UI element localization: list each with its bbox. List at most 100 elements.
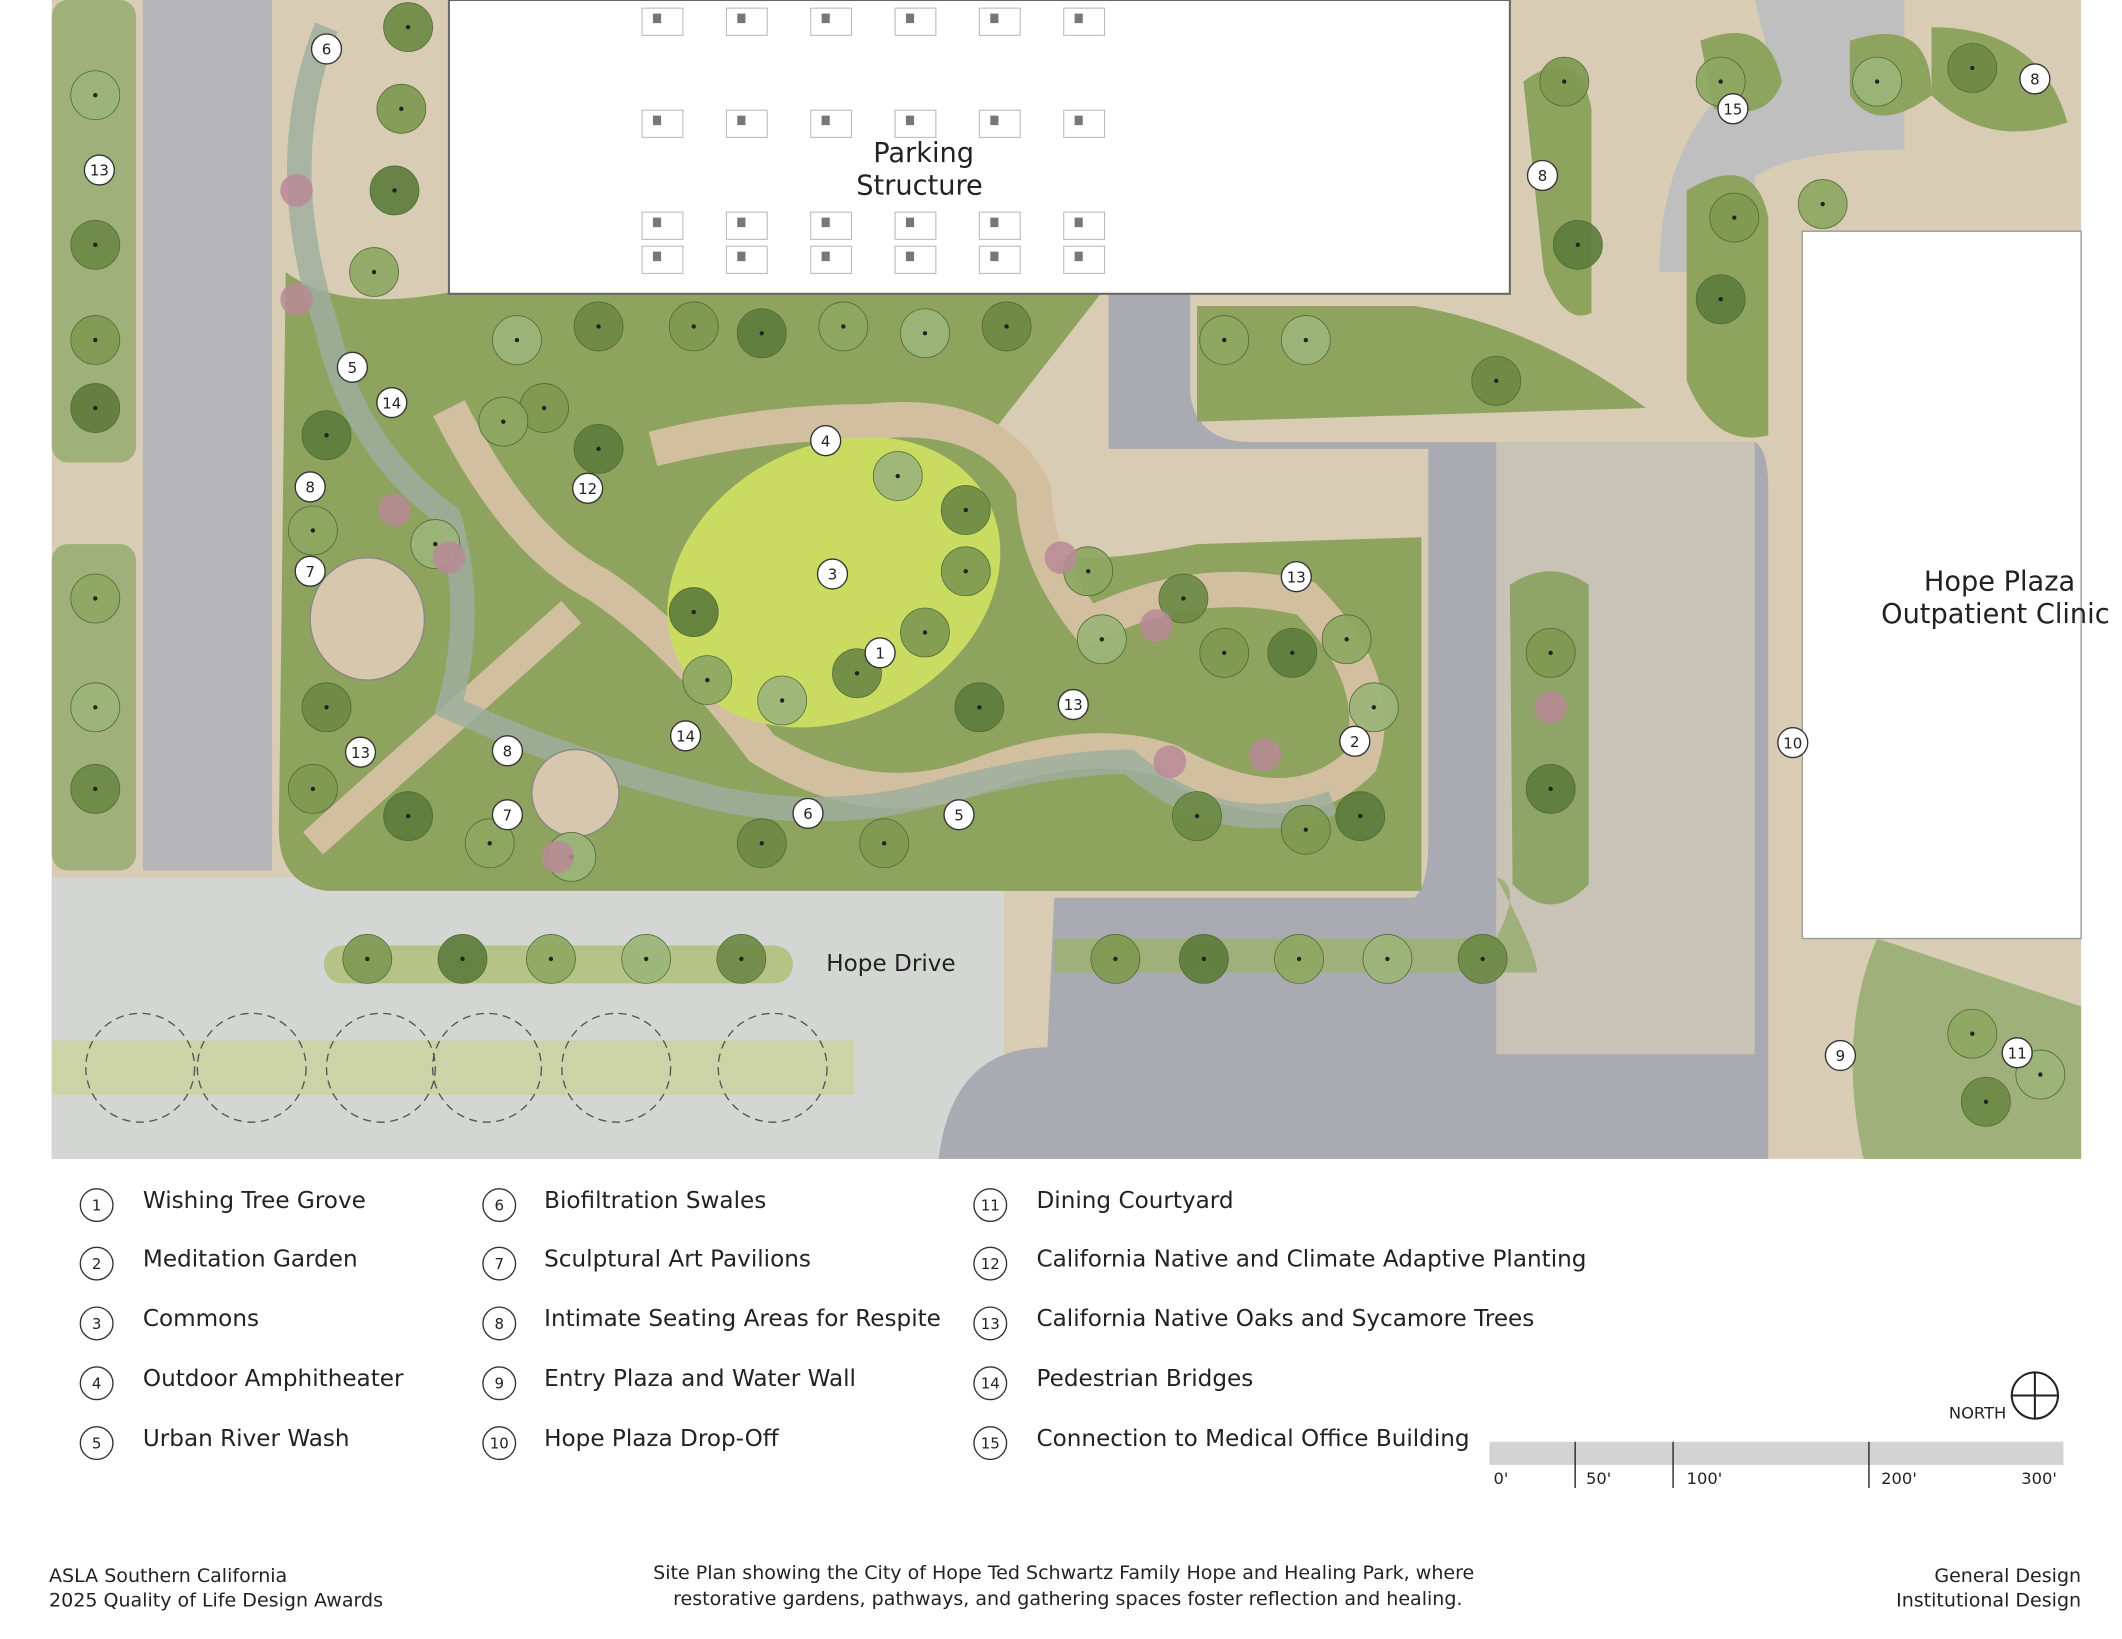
plan-marker: 7 — [294, 555, 326, 587]
car-icon — [905, 251, 915, 262]
plan-marker-badge — [943, 799, 975, 831]
tree-trunk-dot — [779, 698, 785, 703]
plan-marker: 12 — [572, 472, 604, 504]
plan-marker: 10 — [1777, 727, 1809, 759]
plan-marker: 6 — [792, 797, 824, 830]
car-icon — [1074, 217, 1083, 228]
tree-trunk-dot — [977, 705, 982, 710]
plan-marker-number: 9 — [1836, 1047, 1846, 1065]
plan-marker-badge — [344, 736, 377, 768]
tree-trunk-dot — [1222, 337, 1227, 343]
flowering-shrub-icon — [1153, 745, 1187, 779]
plan-marker: 13 — [344, 736, 377, 768]
car-icon — [737, 217, 746, 228]
parking-stall — [641, 211, 684, 240]
footer: ASLA Southern California 2025 Quality of… — [49, 1562, 2081, 1611]
tree-trunk-dot — [1358, 813, 1363, 819]
legend-number-badge — [973, 1246, 1008, 1281]
plan-marker: 9 — [1824, 1039, 1857, 1072]
tree-trunk-dot — [739, 956, 744, 962]
plan-marker-badge — [294, 471, 326, 503]
tree-trunk-dot — [705, 677, 710, 683]
legend-number: 15 — [981, 1435, 1000, 1453]
clinic-label: Hope Plaza — [1924, 566, 2075, 597]
tree-trunk-dot — [841, 324, 846, 329]
street-tree-canopy — [431, 1012, 543, 1123]
legend-number: 3 — [92, 1315, 102, 1333]
plan-marker: 13 — [1280, 561, 1312, 593]
parking-stall — [978, 211, 1021, 240]
street-tree-canopy — [325, 1012, 437, 1123]
plan-marker-number: 4 — [821, 432, 831, 450]
plan-marker-number: 7 — [503, 806, 513, 824]
tree-trunk-dot — [399, 106, 404, 111]
tree-trunk-dot — [1718, 297, 1723, 302]
plan-marker-badge — [2019, 63, 2051, 95]
car-icon — [905, 13, 915, 24]
tree-trunk-dot — [596, 446, 601, 452]
parking-stall — [641, 109, 684, 138]
tree-trunk-dot — [1970, 65, 1975, 71]
tree-trunk-dot — [1548, 650, 1553, 656]
tree-trunk-dot — [93, 786, 98, 792]
tree-trunk-dot — [1874, 79, 1880, 84]
legend-number-badge — [973, 1306, 1008, 1341]
legend-label: Wishing Tree Grove — [143, 1188, 366, 1214]
parking-stall — [725, 245, 768, 274]
plan-marker-number: 5 — [954, 806, 964, 824]
plan-marker: 8 — [491, 735, 524, 767]
plan-marker: 14 — [376, 386, 408, 419]
plan-marker: 6 — [310, 33, 343, 65]
plan-marker-number: 13 — [1287, 568, 1306, 586]
plan-marker-number: 11 — [2008, 1044, 2027, 1062]
car-icon — [652, 115, 662, 126]
plan-marker-badge — [491, 799, 524, 831]
plan-marker-number: 8 — [503, 742, 513, 760]
car-icon — [737, 251, 746, 262]
tree-trunk-dot — [759, 841, 764, 846]
legend-number: 12 — [981, 1255, 1000, 1273]
tree-trunk-dot — [691, 609, 696, 615]
tree-trunk-dot — [405, 25, 411, 30]
legend-number: 1 — [92, 1197, 102, 1215]
plan-marker: 4 — [810, 425, 842, 457]
tree-trunk-dot — [1385, 956, 1390, 962]
tree-trunk-dot — [548, 956, 554, 962]
legend-number: 6 — [494, 1197, 504, 1215]
tree-trunk-dot — [922, 630, 928, 635]
car-icon — [821, 13, 830, 24]
tree-trunk-dot — [1494, 378, 1499, 384]
tree-trunk-dot — [759, 331, 764, 336]
tree-trunk-dot — [643, 956, 649, 962]
parking-stall — [894, 109, 937, 138]
tree-trunk-dot — [1296, 956, 1302, 962]
tree-trunk-dot — [1181, 596, 1186, 601]
scale-tick-label: 300' — [2021, 1469, 2057, 1488]
plan-marker-badge — [669, 720, 702, 752]
legend-number: 11 — [981, 1197, 1000, 1215]
plan-marker: 2 — [1339, 725, 1371, 757]
footer-category: Institutional Design — [1896, 1589, 2081, 1611]
car-icon — [737, 13, 746, 24]
car-icon — [652, 217, 662, 228]
tree-trunk-dot — [1086, 569, 1091, 574]
flowering-shrub-icon — [378, 493, 411, 527]
legend-number: 13 — [981, 1315, 1000, 1333]
parking-structure-label: Structure — [856, 171, 982, 202]
plan-marker-badge — [83, 154, 116, 186]
plan-marker: 8 — [2019, 63, 2051, 95]
tree-trunk-dot — [1113, 956, 1118, 962]
tree-trunk-dot — [93, 705, 98, 710]
legend-number-badge — [79, 1188, 114, 1223]
car-icon — [990, 115, 999, 126]
flowering-shrub-icon — [280, 174, 313, 207]
legend-item: 1 Wishing Tree Grove — [79, 1188, 366, 1223]
plan-marker-badge — [1824, 1039, 1857, 1072]
footer-award: 2025 Quality of Life Design Awards — [49, 1589, 383, 1611]
tree-trunk-dot — [1201, 956, 1206, 962]
tree-trunk-dot — [1983, 1099, 1989, 1104]
parking-stall — [1063, 109, 1106, 138]
legend-number-badge — [79, 1246, 114, 1281]
